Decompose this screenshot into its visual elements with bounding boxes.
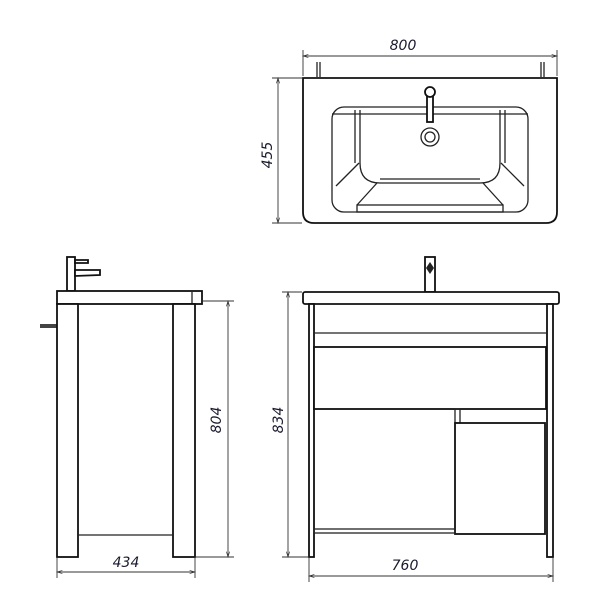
right-side-panel <box>546 303 554 558</box>
left-side-panel <box>308 303 315 558</box>
dimension-label-760: 760 <box>392 558 419 574</box>
left-leg <box>56 303 79 558</box>
cabinet-door <box>454 422 546 535</box>
bottom-shelf <box>313 528 456 534</box>
basin-inner <box>359 110 501 184</box>
dimension-label-434: 434 <box>113 555 140 571</box>
faucet-lever-icon <box>74 269 101 277</box>
drain-inner-icon <box>424 131 436 143</box>
top-drawer <box>313 346 547 410</box>
basin-facet <box>335 162 360 187</box>
drain-icon <box>420 127 440 147</box>
dimension-label-800: 800 <box>390 38 417 54</box>
shelf-gap <box>454 408 461 424</box>
front-view: 834 760 <box>271 256 560 582</box>
basin-facet <box>482 182 504 206</box>
faucet-base-icon <box>424 86 436 98</box>
basin-facet <box>500 162 525 187</box>
countertop-side <box>56 290 203 305</box>
basin-facet <box>356 182 378 206</box>
dimension-label-834: 834 <box>271 407 287 434</box>
dimension-label-455: 455 <box>260 142 276 169</box>
side-view: 804 434 <box>40 256 234 578</box>
wall-bolt-left <box>316 62 321 77</box>
faucet-side-icon <box>66 256 76 292</box>
wall-bolt-right <box>540 62 545 77</box>
drain-pipe-icon <box>40 324 57 328</box>
right-leg <box>172 303 196 558</box>
basin-front-lip <box>356 204 504 213</box>
top-view: 800 455 <box>260 38 559 225</box>
countertop-front <box>302 291 560 305</box>
dimension-label-804: 804 <box>209 407 225 434</box>
